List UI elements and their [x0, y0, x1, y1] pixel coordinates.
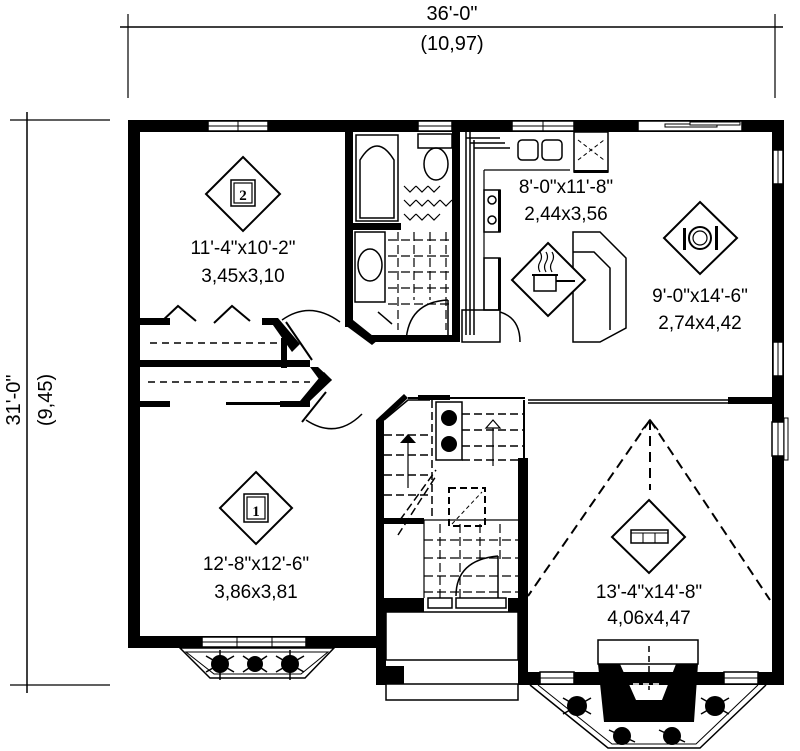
room-bedroom-1: 1 12'-8"x12'-6" 3,86x3,81 [203, 470, 309, 603]
closet-shelves [148, 342, 310, 383]
room-dimensions-metric: 2,44x3,56 [524, 204, 607, 225]
room-bedroom-2: 2 11'-4"x10'-2" 3,45x3,10 [191, 155, 296, 287]
bay-window-bedroom-1 [178, 636, 336, 680]
stair-arrow-icon [484, 419, 502, 429]
bathroom [354, 133, 453, 330]
cooking-pot-icon [510, 241, 587, 318]
room-dimensions-imperial: 11'-4"x10'-2" [191, 238, 296, 259]
vaulted-ceiling-lines [527, 418, 771, 601]
width-dimension: 36'-0" (10,97) [120, 3, 783, 98]
bedroom-icon: 2 [204, 155, 282, 233]
bay-window-living [529, 639, 767, 749]
room-living: 13'-4"x14'-8" 4,06x4,47 [596, 498, 702, 629]
depth-metric: (9,45) [35, 374, 57, 426]
room-dining: 9'-0"x14'-6" 2,74x4,42 [652, 200, 748, 334]
bedroom-icon: 1 [218, 470, 294, 546]
interior-walls [140, 132, 774, 701]
width-imperial: 36'-0" [427, 3, 478, 25]
door-swings [281, 299, 521, 598]
room-dimensions-metric: 4,06x4,47 [607, 608, 690, 629]
svg-text:2: 2 [239, 188, 247, 204]
plate-cutlery-icon [662, 200, 739, 276]
room-dimensions-imperial: 13'-4"x14'-8" [596, 582, 702, 603]
windows-top [207, 120, 743, 132]
room-dimensions-metric: 3,86x3,81 [214, 582, 297, 603]
room-kitchen: 8'-0"x11'-8" 2,44x3,56 [510, 177, 613, 318]
staircase [383, 399, 525, 598]
room-dimensions-imperial: 12'-8"x12'-6" [203, 554, 309, 575]
sofa-icon [610, 498, 687, 575]
stair-arrow-icon [400, 434, 416, 443]
kitchen-counters [461, 131, 627, 343]
room-dimensions-imperial: 9'-0"x14'-6" [652, 286, 748, 307]
room-dimensions-metric: 2,74x4,42 [658, 313, 741, 334]
width-metric: (10,97) [420, 33, 483, 55]
bifold-closet-doors [159, 304, 251, 324]
depth-imperial: 31'-0" [3, 375, 25, 426]
depth-dimension: 31'-0" (9,45) [3, 112, 110, 693]
room-dimensions-metric: 3,45x3,10 [201, 266, 284, 287]
svg-text:1: 1 [252, 504, 260, 520]
room-dimensions-imperial: 8'-0"x11'-8" [519, 177, 613, 198]
plant-icon [441, 410, 457, 452]
windows-right [771, 149, 789, 461]
